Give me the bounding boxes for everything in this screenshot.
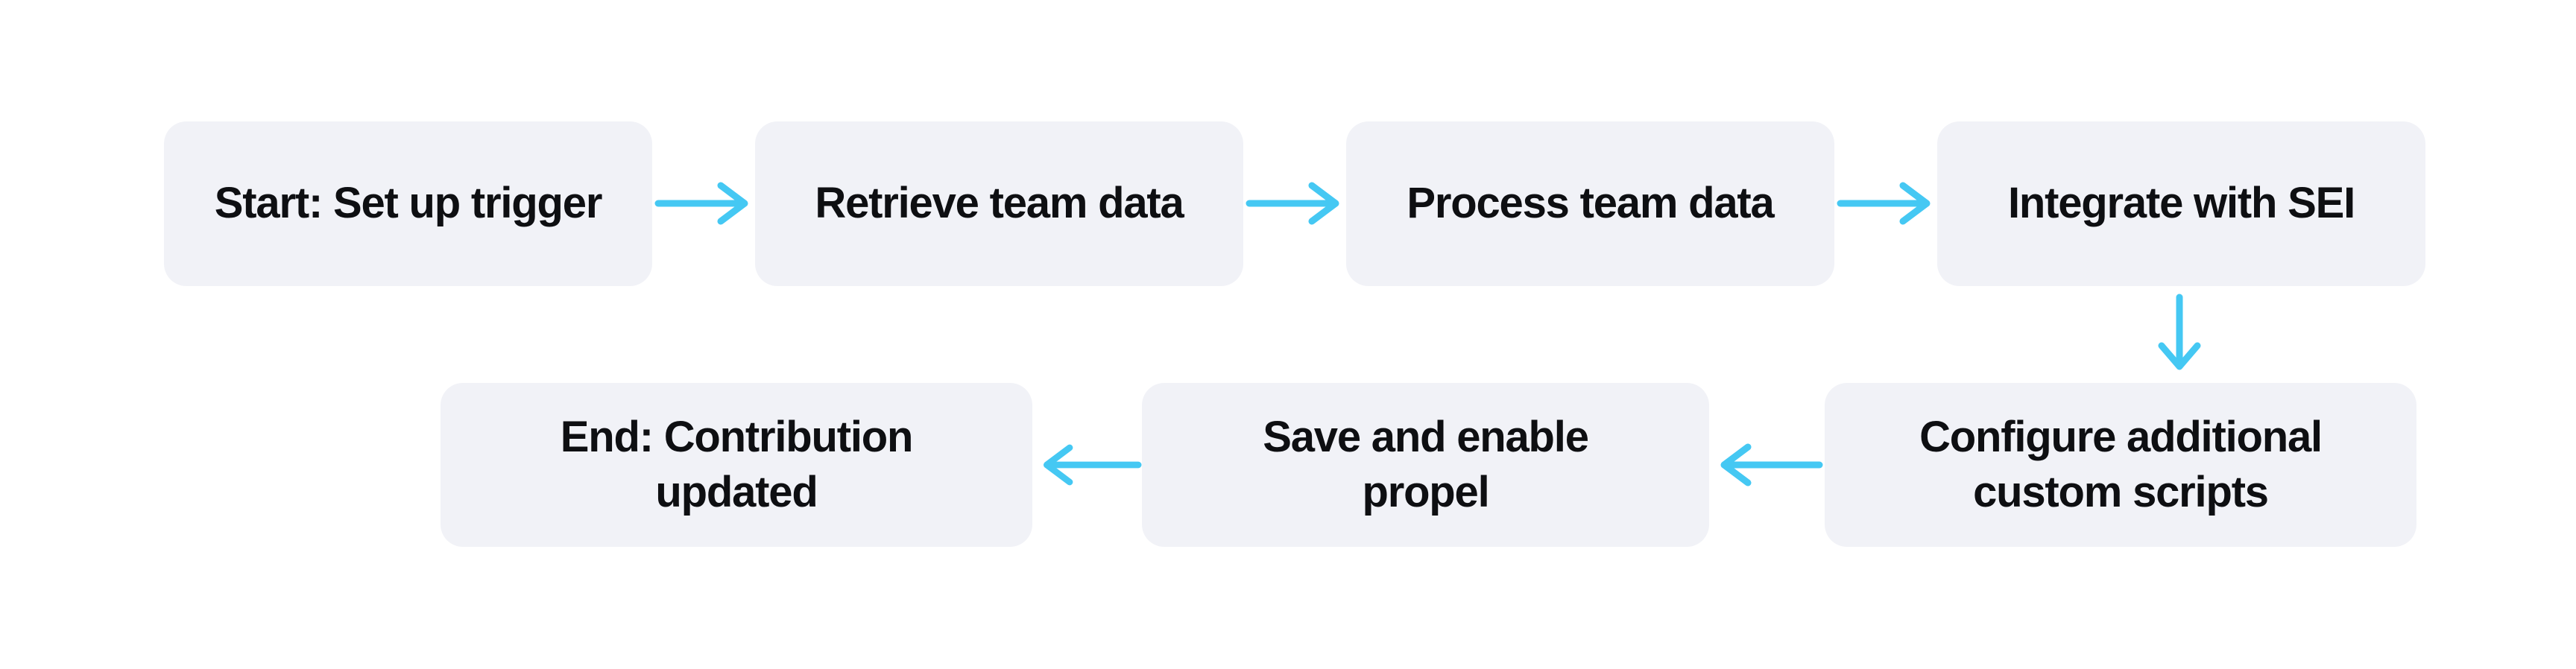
flow-node-configure-scripts: Configure additional custom scripts [1825, 383, 2416, 547]
arrow-start-to-retrieve-icon [654, 180, 754, 227]
arrow-retrieve-to-process-icon [1246, 180, 1345, 227]
flow-node-end: End: Contribution updated [441, 383, 1032, 547]
flow-node-retrieve-team-data: Retrieve team data [755, 121, 1243, 286]
arrow-process-to-integrate-icon [1837, 180, 1936, 227]
flow-node-start: Start: Set up trigger [164, 121, 652, 286]
flow-node-save-enable-propel: Save and enable propel [1142, 383, 1709, 547]
arrow-configure-to-save-icon [1711, 441, 1823, 489]
arrow-integrate-to-configure-icon [2156, 294, 2203, 375]
arrow-save-to-end-icon [1035, 441, 1142, 489]
flow-node-integrate-sei: Integrate with SEI [1937, 121, 2425, 286]
flow-node-process-team-data: Process team data [1346, 121, 1834, 286]
